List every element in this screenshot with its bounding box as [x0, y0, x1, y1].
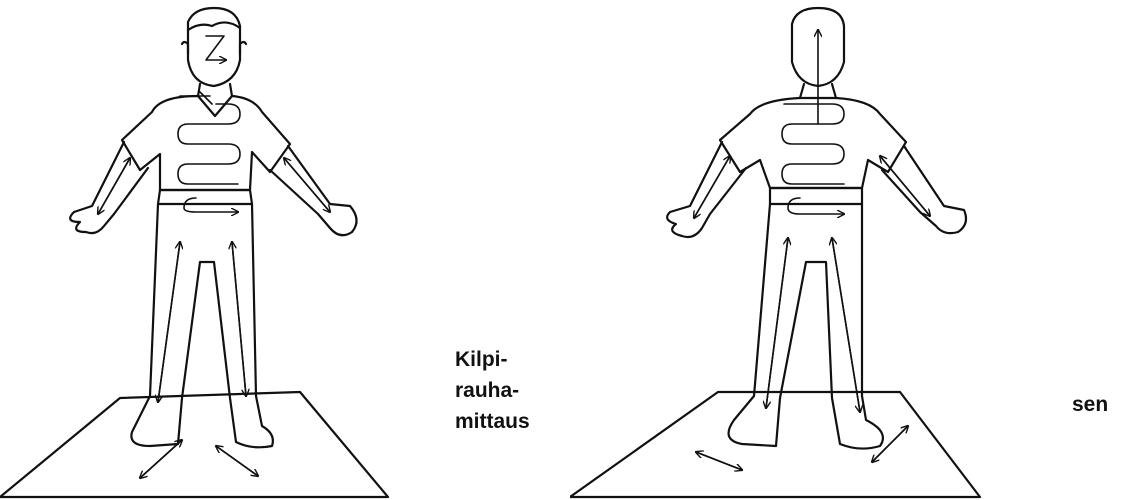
scan-path-back [782, 104, 844, 184]
left-arm [70, 142, 148, 233]
front-view-figure [0, 0, 400, 500]
right-arm [270, 146, 357, 235]
torso [720, 98, 906, 188]
floor-mat [570, 392, 980, 497]
back-view-figure [570, 0, 990, 500]
back-view-drawing [570, 0, 990, 500]
legs [131, 204, 273, 447]
caption-block: Kilpi- rauha- mittaus [455, 344, 530, 437]
torso [122, 96, 290, 190]
left-arm [667, 142, 746, 237]
floor-mat [0, 392, 388, 497]
front-view-drawing [0, 0, 400, 500]
scan-path-chest [178, 92, 240, 184]
head [188, 8, 240, 86]
caption-line-1: Kilpi- [455, 344, 530, 375]
caption-suffix: sen [1072, 389, 1108, 420]
caption-line-2: rauha- [455, 375, 530, 406]
caption-line-3: mittaus [455, 406, 530, 437]
